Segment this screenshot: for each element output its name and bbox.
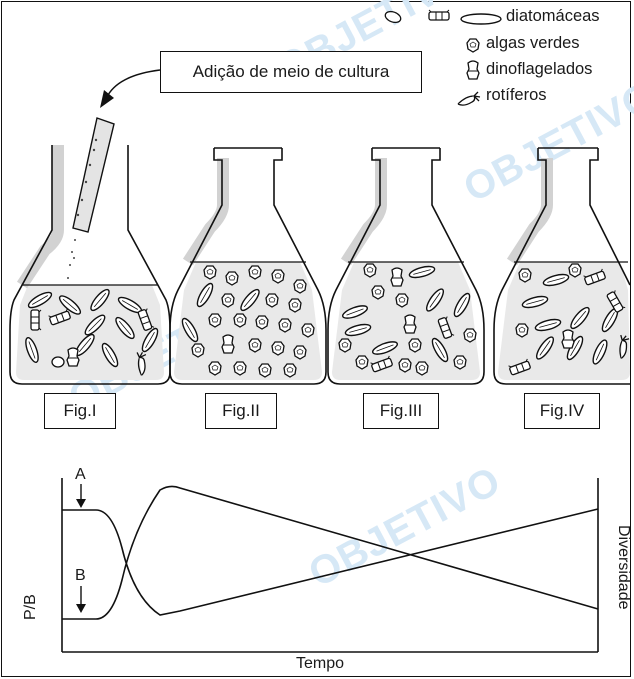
diatom-chain-icon bbox=[428, 9, 450, 21]
pouring-tube bbox=[67, 117, 115, 279]
y-axis-left-title: P/B bbox=[22, 594, 39, 620]
diatom-icon bbox=[384, 10, 402, 24]
flask-2 bbox=[169, 147, 327, 385]
legend-diatoms-label: diatomáceas bbox=[506, 7, 600, 25]
x-axis-title: Tempo bbox=[296, 655, 345, 672]
arrow-a-head bbox=[76, 499, 86, 508]
rotifer-icon bbox=[457, 91, 481, 106]
marker-b-label: B bbox=[75, 567, 86, 584]
legend-green-algae-label: algas verdes bbox=[486, 34, 580, 52]
fig-label-text: Fig.II bbox=[222, 401, 260, 420]
fig-label-2: Fig.II bbox=[205, 393, 277, 429]
flask-1 bbox=[9, 145, 171, 385]
pb-diversity-graph bbox=[61, 478, 599, 653]
dinoflagellate-icon bbox=[466, 60, 480, 80]
diatom-long-icon bbox=[460, 13, 502, 25]
culture-medium-callout: Adição de meio de cultura bbox=[160, 51, 422, 93]
diversity-curve bbox=[62, 485, 599, 620]
fig-label-text: Fig.IV bbox=[539, 401, 585, 420]
fig-label-1: Fig.I bbox=[44, 393, 116, 429]
callout-arrow bbox=[107, 69, 161, 96]
legend-rotifers-label: rotíferos bbox=[486, 86, 547, 104]
arrow-b-head bbox=[76, 604, 86, 613]
callout-arrowhead bbox=[100, 90, 114, 108]
marker-a-label: A bbox=[75, 466, 86, 483]
fig-label-3: Fig.III bbox=[363, 393, 439, 429]
green-alga-icon bbox=[466, 38, 480, 53]
fig-label-text: Fig.III bbox=[379, 401, 423, 420]
fig-label-text: Fig.I bbox=[63, 401, 97, 420]
flask-3 bbox=[327, 147, 485, 385]
callout-text: Adição de meio de cultura bbox=[192, 62, 390, 81]
flask-4 bbox=[493, 147, 634, 385]
pb-curve bbox=[62, 508, 599, 616]
y-axis-right-title: Diversidade bbox=[615, 525, 632, 610]
fig-label-4: Fig.IV bbox=[524, 393, 600, 429]
legend-dinoflagellates-label: dinoflagelados bbox=[486, 60, 593, 78]
